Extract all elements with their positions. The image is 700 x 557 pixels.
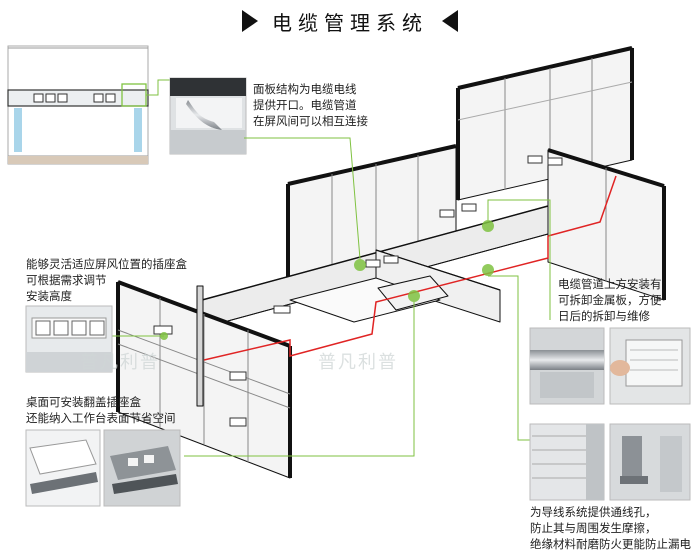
leader-dots [160, 220, 494, 340]
flip-box-photo-1 [25, 429, 101, 507]
cable-runs [203, 175, 617, 361]
right-triangle-icon [242, 10, 258, 32]
note-desk-flip-box: 桌面可安装翻盖插座盒 还能纳入工作台表面节省空间 [26, 394, 176, 426]
note-line: 能够灵活适应屏风位置的插座盒 [26, 257, 187, 271]
note-line: 防止其与周围发生摩擦， [530, 521, 657, 535]
watermark: 普凡利普 [318, 352, 398, 373]
title-bar: 电缆管理系统 [0, 6, 700, 36]
panel-structure-photo [169, 77, 247, 155]
watermark: 普凡利普 [80, 352, 160, 373]
note-line: 可拆卸金属板，方便 [558, 293, 662, 307]
note-line: 为导线系统提供通线孔， [530, 505, 657, 519]
wiring-hole-photo-2 [609, 423, 691, 501]
elevation-drawing [7, 45, 170, 165]
metal-plate-photo-1 [529, 327, 605, 405]
note-line: 桌面可安装翻盖插座盒 [26, 395, 141, 409]
note-removable-plate: 电缆管道上方安装有 可拆卸金属板，方便 日后的拆卸与维修 [558, 276, 662, 324]
metal-plate-photo-2 [609, 327, 691, 405]
note-line: 日后的拆卸与维修 [558, 309, 650, 323]
note-line: 安装高度 [26, 289, 72, 303]
note-panel-structure: 面板结构为电缆电线 提供开口。电缆管道 在屏风间可以相互连接 [253, 81, 368, 129]
note-line: 提供开口。电缆管道 [253, 98, 357, 112]
socket-box-photo [25, 305, 113, 373]
wiring-hole-photo-1 [529, 423, 605, 501]
page-title: 电缆管理系统 [272, 10, 428, 35]
socket-boxes [153, 155, 563, 427]
note-line: 电缆管道上方安装有 [558, 277, 662, 291]
note-line: 绝缘材料耐磨防火更能防止漏电 [530, 537, 691, 551]
flip-box-photo-2 [103, 429, 181, 507]
note-socket-box: 能够灵活适应屏风位置的插座盒 可根据需求调节 安装高度 [26, 256, 187, 304]
leader-lines [112, 137, 551, 457]
note-line: 可根据需求调节 [26, 273, 107, 287]
note-line: 面板结构为电缆电线 [253, 82, 357, 96]
note-line: 在屏风间可以相互连接 [253, 114, 368, 128]
note-line: 还能纳入工作台表面节省空间 [26, 411, 176, 425]
left-triangle-icon [442, 10, 458, 32]
note-wiring-holes: 为导线系统提供通线孔， 防止其与周围发生摩擦， 绝缘材料耐磨防火更能防止漏电 [530, 504, 691, 552]
